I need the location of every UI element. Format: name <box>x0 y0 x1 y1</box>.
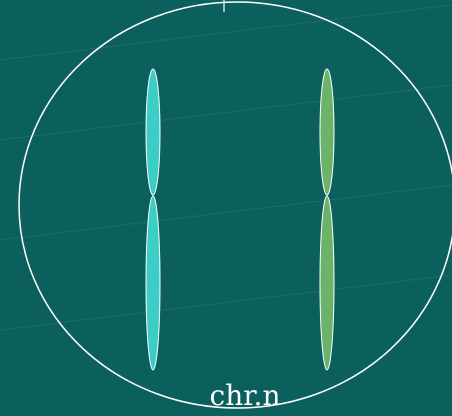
chromosome-left-upper-arm <box>145 68 161 196</box>
chromosome-left <box>145 68 161 371</box>
chromosome-right <box>319 68 335 371</box>
chromosome-left-lower-arm <box>145 195 161 371</box>
chromosome-right-lower-arm <box>319 195 335 371</box>
cell-outline <box>18 1 452 409</box>
background-streaks <box>0 4 452 331</box>
cell-label: chr.n <box>210 379 281 412</box>
chromosome-right-upper-arm <box>319 68 335 196</box>
